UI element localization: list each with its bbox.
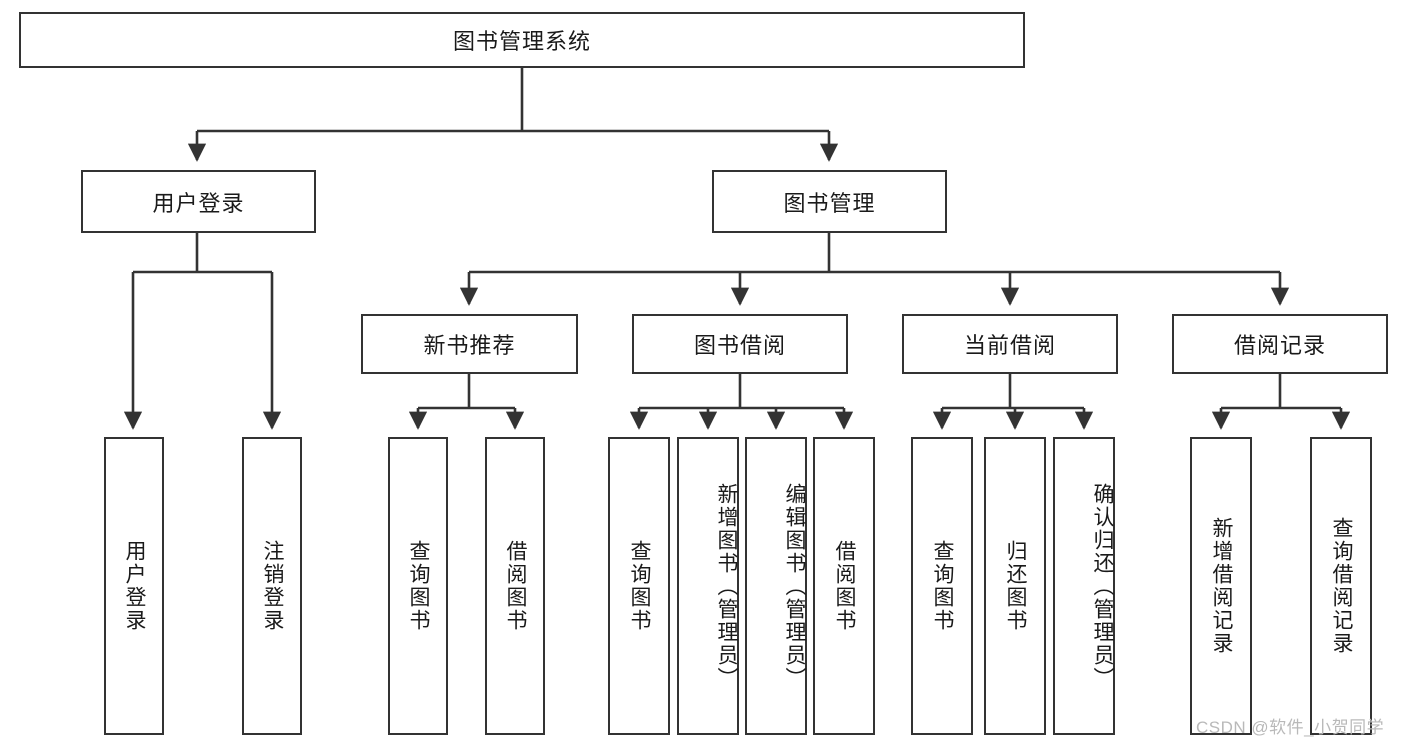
node-book-borrow-label: 图书借阅 (693, 333, 786, 358)
node-leaf-query-borrow-record[interactable]: 查询借阅记录 (1310, 437, 1372, 735)
node-leaf-query-book-3[interactable]: 查询图书 (911, 437, 973, 735)
node-root-label: 图书管理系统 (452, 29, 591, 54)
node-leaf-user-login-label: 用户登录 (123, 540, 147, 632)
node-leaf-borrow-book-2-label: 借阅图书 (833, 540, 857, 632)
node-leaf-query-book-3-label: 查询图书 (931, 540, 955, 632)
node-leaf-edit-book-admin[interactable]: 编辑图书（管理员） (745, 437, 807, 735)
node-leaf-borrow-book-1[interactable]: 借阅图书 (485, 437, 545, 735)
node-leaf-query-book-1[interactable]: 查询图书 (388, 437, 448, 735)
node-leaf-query-book-2[interactable]: 查询图书 (608, 437, 670, 735)
node-current-borrow[interactable]: 当前借阅 (902, 314, 1118, 374)
node-current-borrow-label: 当前借阅 (963, 333, 1056, 358)
node-leaf-borrow-book-1-label: 借阅图书 (504, 540, 528, 632)
node-leaf-query-book-2-label: 查询图书 (628, 540, 652, 632)
node-user-login[interactable]: 用户登录 (81, 170, 316, 233)
node-leaf-return-book[interactable]: 归还图书 (984, 437, 1046, 735)
node-borrow-record[interactable]: 借阅记录 (1172, 314, 1388, 374)
node-leaf-logout-login[interactable]: 注销登录 (242, 437, 302, 735)
node-book-manage-label: 图书管理 (783, 190, 876, 216)
node-leaf-add-borrow-record-label: 新增借阅记录 (1210, 517, 1234, 655)
node-leaf-confirm-return-admin[interactable]: 确认归还（管理员） (1053, 437, 1115, 735)
node-root[interactable]: 图书管理系统 (19, 12, 1025, 68)
node-new-book-recommend[interactable]: 新书推荐 (361, 314, 578, 374)
node-leaf-add-book-admin-label: 新增图书（管理员） (715, 482, 738, 690)
node-book-borrow[interactable]: 图书借阅 (632, 314, 848, 374)
node-leaf-query-book-1-label: 查询图书 (407, 540, 431, 632)
node-leaf-query-borrow-record-label: 查询借阅记录 (1330, 517, 1354, 655)
node-leaf-user-login[interactable]: 用户登录 (104, 437, 164, 735)
node-leaf-edit-book-admin-label: 编辑图书（管理员） (783, 482, 806, 690)
node-leaf-logout-login-label: 注销登录 (261, 540, 285, 632)
node-leaf-borrow-book-2[interactable]: 借阅图书 (813, 437, 875, 735)
node-leaf-add-book-admin[interactable]: 新增图书（管理员） (677, 437, 739, 735)
node-user-login-label: 用户登录 (152, 190, 245, 216)
node-leaf-add-borrow-record[interactable]: 新增借阅记录 (1190, 437, 1252, 735)
node-borrow-record-label: 借阅记录 (1233, 333, 1326, 358)
node-leaf-confirm-return-admin-label: 确认归还（管理员） (1091, 482, 1114, 690)
node-leaf-return-book-label: 归还图书 (1004, 540, 1028, 632)
csdn-watermark: CSDN @软件_小贺同学 (1196, 718, 1385, 737)
node-new-book-recommend-label: 新书推荐 (423, 333, 516, 358)
node-book-manage[interactable]: 图书管理 (712, 170, 947, 233)
